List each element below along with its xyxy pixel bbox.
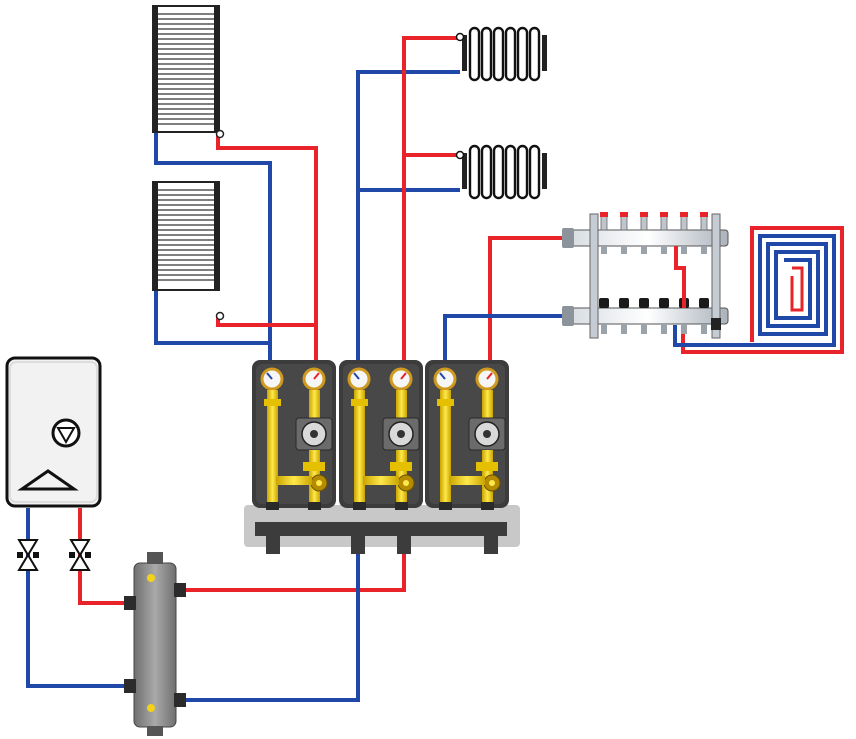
valve-knob-icon [455, 32, 465, 42]
panel-radiator-top [455, 26, 547, 82]
triangle-icon [17, 469, 79, 491]
underfloor-loop-outer [681, 226, 844, 354]
butterfly-valve-icon [17, 539, 39, 571]
towel-radiator-bottom [152, 181, 225, 321]
pump-group [252, 360, 336, 510]
towel-radiator-top [152, 5, 225, 139]
separator-supply-pipe [178, 545, 406, 592]
butterfly-valve-icon [69, 539, 91, 571]
separator-return-pipe [178, 545, 360, 702]
underfloor-manifold [562, 212, 729, 339]
return-pipe-underfloor [443, 314, 565, 362]
underfloor-loop-inner [790, 266, 804, 312]
pump-group [425, 360, 509, 510]
underfloor-loop-return [673, 234, 836, 347]
pump-group [339, 360, 423, 510]
supply-pipe-panel-radiators [402, 36, 460, 362]
valve-knob-icon [215, 311, 225, 321]
wall-boiler [5, 356, 102, 508]
supply-pipe-underfloor [488, 236, 565, 362]
valve-knob-icon [215, 129, 225, 139]
pump-symbol-icon [51, 418, 81, 448]
return-pipe-panel-radiators [356, 70, 460, 362]
supply-pipe-towel-radiators [216, 133, 318, 362]
pump-station [244, 360, 520, 554]
return-pipe-towel-radiators [154, 132, 272, 362]
panel-radiator-bottom [455, 144, 547, 200]
valve-knob-icon [455, 150, 465, 160]
hydraulic-separator [124, 552, 186, 736]
